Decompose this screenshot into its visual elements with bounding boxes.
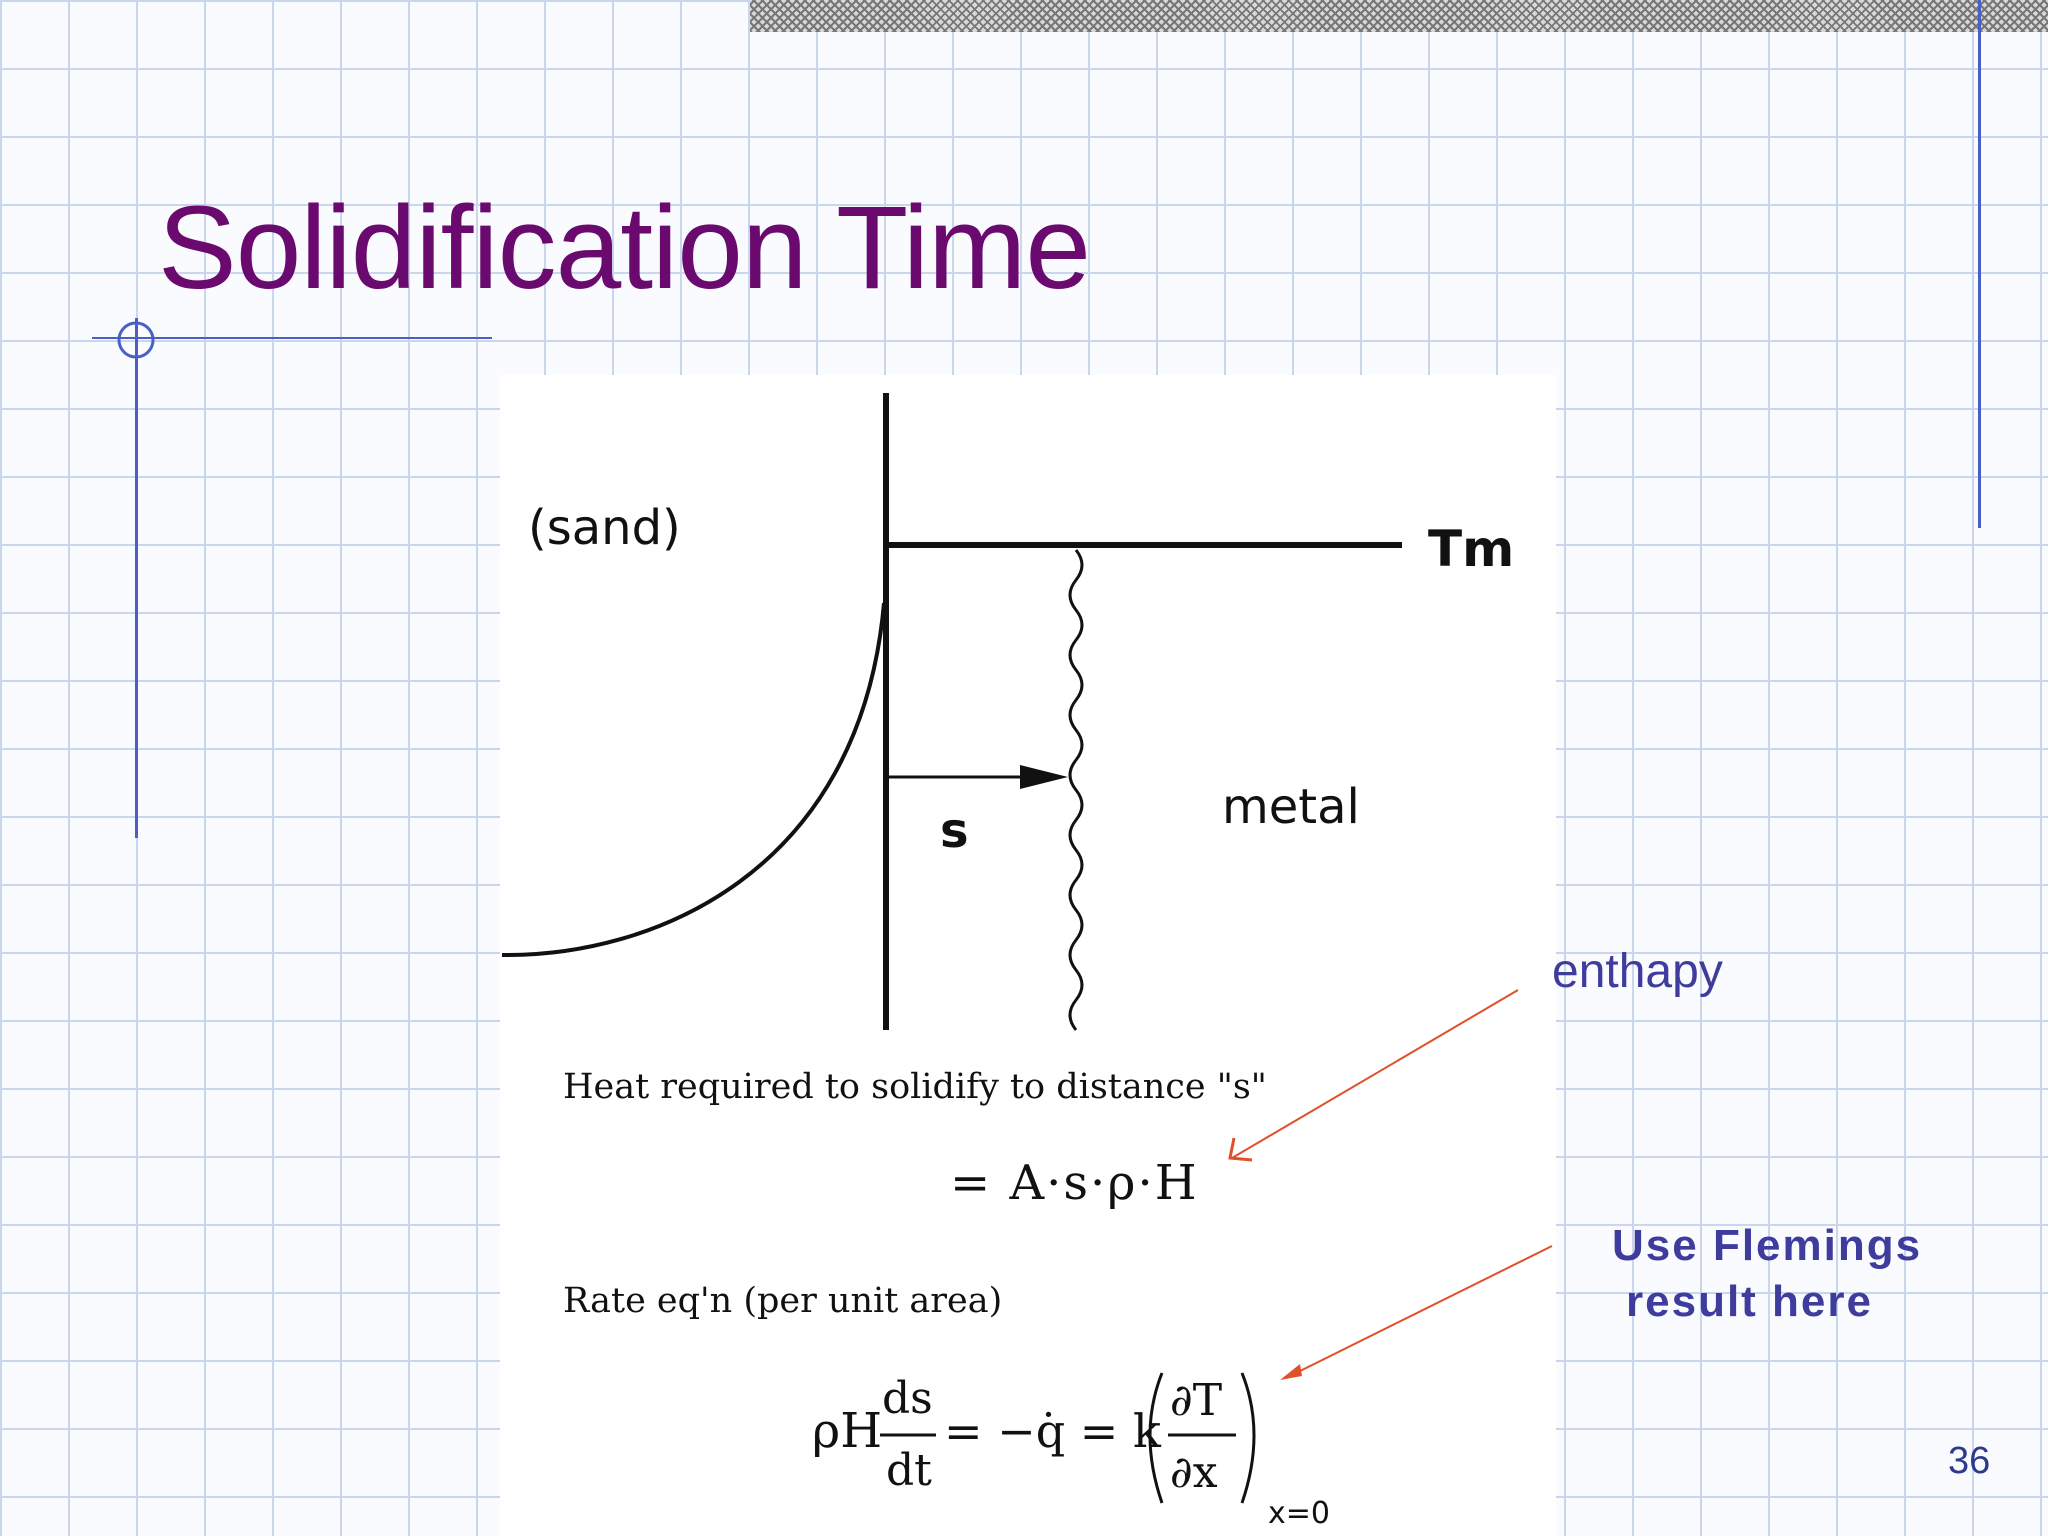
tm-label: Tm xyxy=(1428,520,1515,578)
rate-eq-mid: = −q̇ = k xyxy=(944,1404,1162,1458)
rate-eq-frac-den: dt xyxy=(886,1445,932,1496)
slide-title: Solidification Time xyxy=(158,182,1091,314)
rate-eq-subscript: x=0 xyxy=(1268,1496,1330,1531)
decorative-vertical-line-right xyxy=(1978,0,1981,528)
rate-eq-right-paren xyxy=(1240,1372,1256,1504)
s-label: s xyxy=(940,803,969,859)
sand-label: (sand) xyxy=(528,500,681,556)
decorative-hatch-bar xyxy=(750,0,2048,32)
rate-eq-lhs: ρH xyxy=(812,1403,882,1459)
s-arrow-head xyxy=(1020,765,1068,789)
sand-temperature-curve xyxy=(501,602,886,958)
flemings-annotation: Use Flemings result here xyxy=(1612,1218,1922,1330)
rate-eq-partial-num: ∂T xyxy=(1170,1375,1222,1426)
rate-eq-frac-num: ds xyxy=(882,1373,933,1424)
decorative-vertical-line-left xyxy=(135,318,138,838)
figure-panel: (sand) Tm s metal Heat required to solid… xyxy=(500,375,1556,1536)
page-number: 36 xyxy=(1948,1440,1991,1482)
flemings-annotation-line2: result here xyxy=(1626,1277,1873,1326)
flemings-annotation-line1: Use Flemings xyxy=(1612,1221,1923,1270)
rate-equation-text: Rate eq'n (per unit area) xyxy=(563,1281,1003,1321)
title-underline xyxy=(92,337,492,339)
metal-label: metal xyxy=(1222,779,1360,835)
rate-equation: ρH ds dt = −q̇ = k ∂T ∂x x=0 xyxy=(812,1372,1330,1531)
crosshair-icon xyxy=(117,321,155,359)
rate-eq-partial-den: ∂x xyxy=(1170,1447,1218,1498)
rate-eq-left-paren xyxy=(1148,1372,1164,1504)
enthapy-annotation: enthapy xyxy=(1552,945,1723,998)
heat-equation: = A·s·ρ·H xyxy=(950,1155,1199,1211)
solidification-diagram xyxy=(501,393,1402,1031)
solidification-front xyxy=(1068,549,1084,1031)
heat-required-text: Heat required to solidify to distance "s… xyxy=(563,1067,1267,1107)
